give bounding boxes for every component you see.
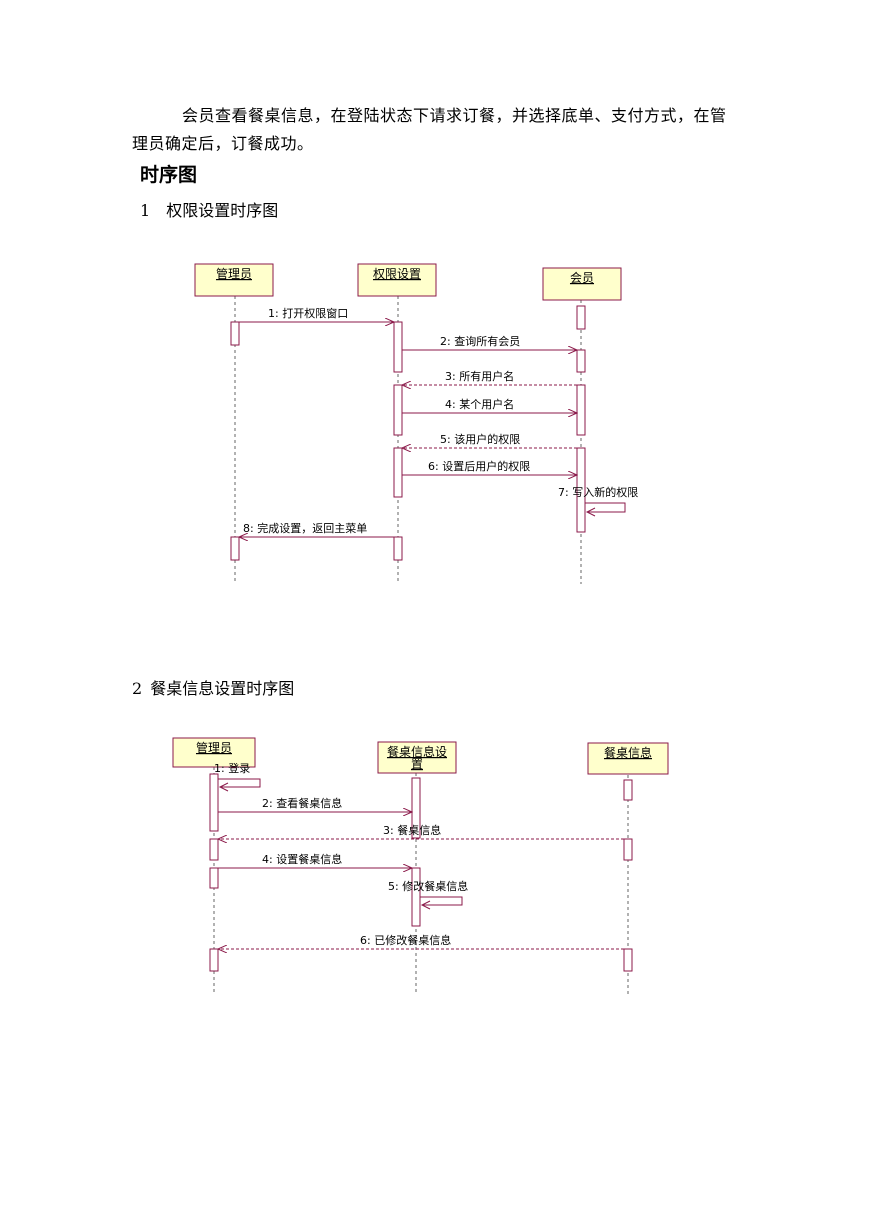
d1-msg-5-label: 5: 该用户的权限 bbox=[440, 432, 520, 446]
activation-info-a bbox=[623, 779, 633, 801]
activation-info-b bbox=[623, 838, 633, 861]
activation-perm-4 bbox=[393, 536, 403, 561]
d2-msg-4-label: 4: 设置餐桌信息 bbox=[262, 852, 342, 866]
diagram2-title: 餐桌信息设置时序图 bbox=[150, 679, 295, 698]
d1-msg-1-label: 1: 打开权限窗口 bbox=[268, 306, 348, 320]
activation-admin-d bbox=[209, 948, 219, 972]
object-member: 会员 bbox=[542, 267, 622, 301]
object-permission-label: 权限设置 bbox=[373, 267, 421, 281]
d2-msg-6-label: 6: 已修改餐桌信息 bbox=[360, 933, 451, 947]
intro-paragraph: 会员查看餐桌信息，在登陆状态下请求订餐，并选择底单、支付方式，在管理员确定后，订… bbox=[132, 102, 742, 158]
d1-msg-3-label: 3: 所有用户名 bbox=[445, 369, 514, 383]
section-title: 时序图 bbox=[140, 164, 198, 186]
diagram2-number: 2 bbox=[132, 679, 143, 698]
activation-member-2 bbox=[576, 349, 586, 373]
activation-admin-c bbox=[209, 867, 219, 889]
activation-member-4 bbox=[576, 447, 586, 533]
diagram2-sequence: 管理员 餐桌信息设置 餐桌信息 1: 登录 2: 查看餐桌信息 3: 餐桌信息 4: 设置餐… bbox=[172, 737, 669, 994]
d2-msg-3-label: 3: 餐桌信息 bbox=[383, 823, 441, 837]
object-table-info: 餐桌信息 bbox=[587, 742, 669, 775]
d1-msg-7-label: 7: 写入新的权限 bbox=[558, 485, 638, 499]
object-permission: 权限设置 bbox=[357, 263, 437, 297]
activation-info-d bbox=[623, 948, 633, 972]
activation-member-1 bbox=[576, 305, 586, 330]
activation-perm-1 bbox=[393, 321, 403, 373]
d2-msg-5-arrow bbox=[420, 896, 463, 906]
object-member-label: 会员 bbox=[570, 271, 594, 285]
d1-msg-8-label: 8: 完成设置，返回主菜单 bbox=[243, 521, 367, 535]
object-table-setting: 餐桌信息设置 bbox=[377, 741, 457, 774]
diagram1-sequence: 管理员 权限设置 会员 1: 打开权限窗口 2: 查询所有会员 3: 所有用户名 4: 某个… bbox=[194, 263, 638, 584]
activation-admin-b bbox=[209, 838, 219, 861]
object-admin-2-label: 管理员 bbox=[196, 740, 232, 755]
object-table-setting-label: 置 bbox=[411, 757, 423, 771]
object-admin: 管理员 bbox=[194, 263, 274, 297]
activation-admin-a bbox=[209, 773, 219, 832]
object-admin-2: 管理员 bbox=[172, 737, 256, 768]
object-table-info-label: 餐桌信息 bbox=[604, 745, 652, 760]
diagram2-caption: 2 餐桌信息设置时序图 bbox=[132, 675, 294, 699]
d1-msg-4-label: 4: 某个用户名 bbox=[445, 397, 514, 411]
d2-msg-1-arrow bbox=[218, 778, 261, 788]
diagram1-number: 1 bbox=[140, 201, 151, 220]
d2-msg-5-label: 5: 修改餐桌信息 bbox=[388, 879, 468, 893]
d2-msg-2-label: 2: 查看餐桌信息 bbox=[262, 796, 342, 810]
diagram1-caption: 1 权限设置时序图 bbox=[140, 197, 278, 221]
object-admin-label: 管理员 bbox=[216, 266, 252, 281]
activation-admin-1 bbox=[230, 321, 240, 346]
activation-member-3 bbox=[576, 384, 586, 436]
object-table-setting-label: 餐桌信息设 bbox=[387, 744, 447, 759]
d1-msg-2-label: 2: 查询所有会员 bbox=[440, 334, 520, 348]
d2-msg-1-label: 1: 登录 bbox=[214, 761, 250, 775]
intro-text: 会员查看餐桌信息，在登陆状态下请求订餐，并选择底单、支付方式，在管理员确定后，订… bbox=[132, 106, 727, 153]
d1-msg-7-arrow bbox=[585, 502, 626, 513]
d1-msg-6-label: 6: 设置后用户的权限 bbox=[428, 459, 530, 473]
activation-perm-2 bbox=[393, 384, 403, 436]
diagram1-title: 权限设置时序图 bbox=[166, 201, 279, 220]
activation-setting-b bbox=[411, 867, 421, 927]
activation-perm-3 bbox=[393, 447, 403, 498]
activation-admin-2 bbox=[230, 536, 240, 561]
